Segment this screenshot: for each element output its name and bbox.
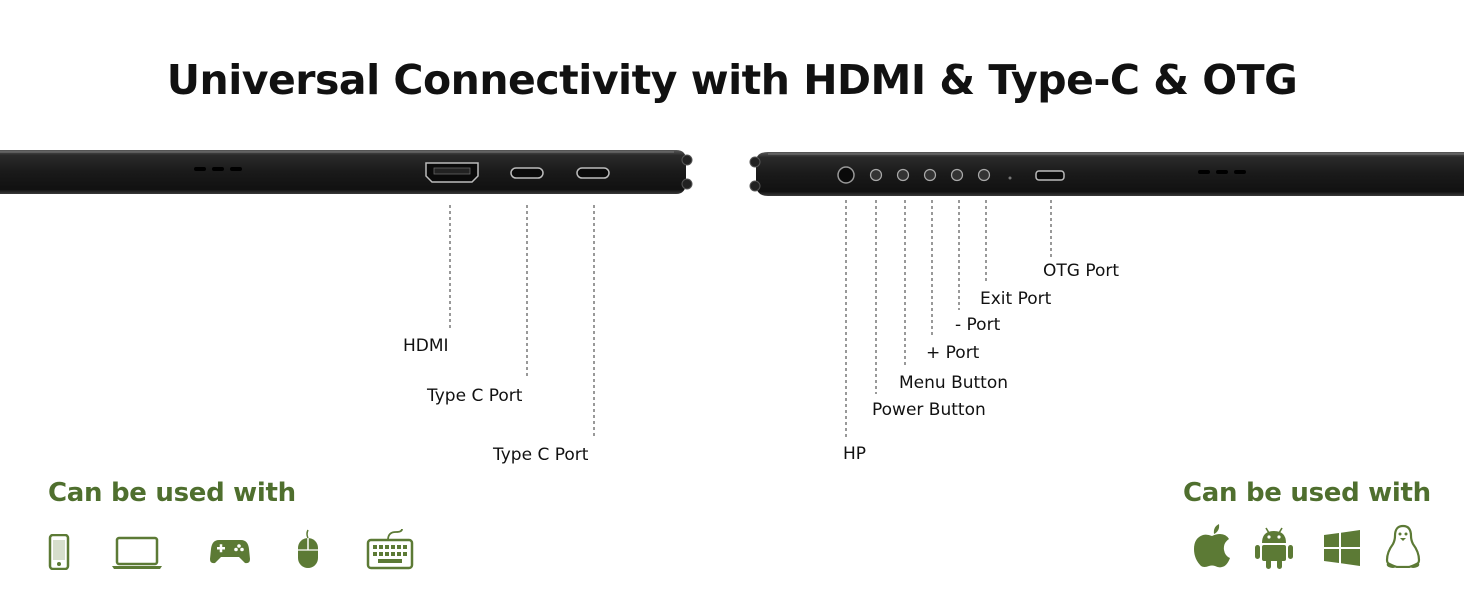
hdmi-port bbox=[425, 162, 479, 183]
type-c-port-label-2: Type C Port bbox=[493, 445, 589, 465]
minus-port-label: - Port bbox=[955, 315, 1001, 335]
phone-icon bbox=[48, 534, 70, 570]
apple-icon bbox=[1194, 524, 1230, 568]
type-c-port-2 bbox=[576, 167, 610, 179]
laptop-icon bbox=[112, 536, 162, 569]
otg-port-label: OTG Port bbox=[1043, 261, 1120, 281]
headphone-jack bbox=[837, 166, 855, 184]
minus-button-knob bbox=[950, 168, 964, 182]
keyboard-icon bbox=[366, 528, 414, 570]
speaker-grille-left bbox=[194, 167, 206, 171]
otg-port bbox=[1035, 170, 1065, 181]
type-c-port-label-1: Type C Port bbox=[427, 386, 523, 406]
gamepad-icon bbox=[210, 540, 250, 564]
menu-button-label: Menu Button bbox=[899, 373, 1009, 393]
compat-heading-left: Can be used with bbox=[48, 478, 296, 508]
linux-icon bbox=[1385, 524, 1421, 568]
type-c-port-1 bbox=[510, 167, 544, 179]
android-icon bbox=[1255, 527, 1293, 569]
hp-label: HP bbox=[843, 444, 867, 464]
plus-button-knob bbox=[923, 168, 937, 182]
exit-port-label: Exit Port bbox=[980, 289, 1052, 309]
windows-icon bbox=[1324, 530, 1360, 566]
page-title: Universal Connectivity with HDMI & Type-… bbox=[166, 56, 1298, 104]
left-device-edge bbox=[0, 150, 693, 194]
right-device-edge bbox=[749, 152, 1464, 196]
plus-port-label: + Port bbox=[926, 343, 980, 363]
hdmi-label: HDMI bbox=[403, 336, 449, 356]
leader-lines-left bbox=[449, 205, 595, 438]
speaker-grille-right bbox=[1198, 170, 1210, 174]
power-button-label: Power Button bbox=[872, 400, 986, 420]
power-button-knob bbox=[869, 168, 883, 182]
leader-lines-right bbox=[845, 200, 1052, 438]
exit-button-knob bbox=[977, 168, 991, 182]
mouse-icon bbox=[298, 529, 318, 568]
compat-heading-right: Can be used with bbox=[1183, 478, 1431, 508]
menu-button-knob bbox=[896, 168, 910, 182]
